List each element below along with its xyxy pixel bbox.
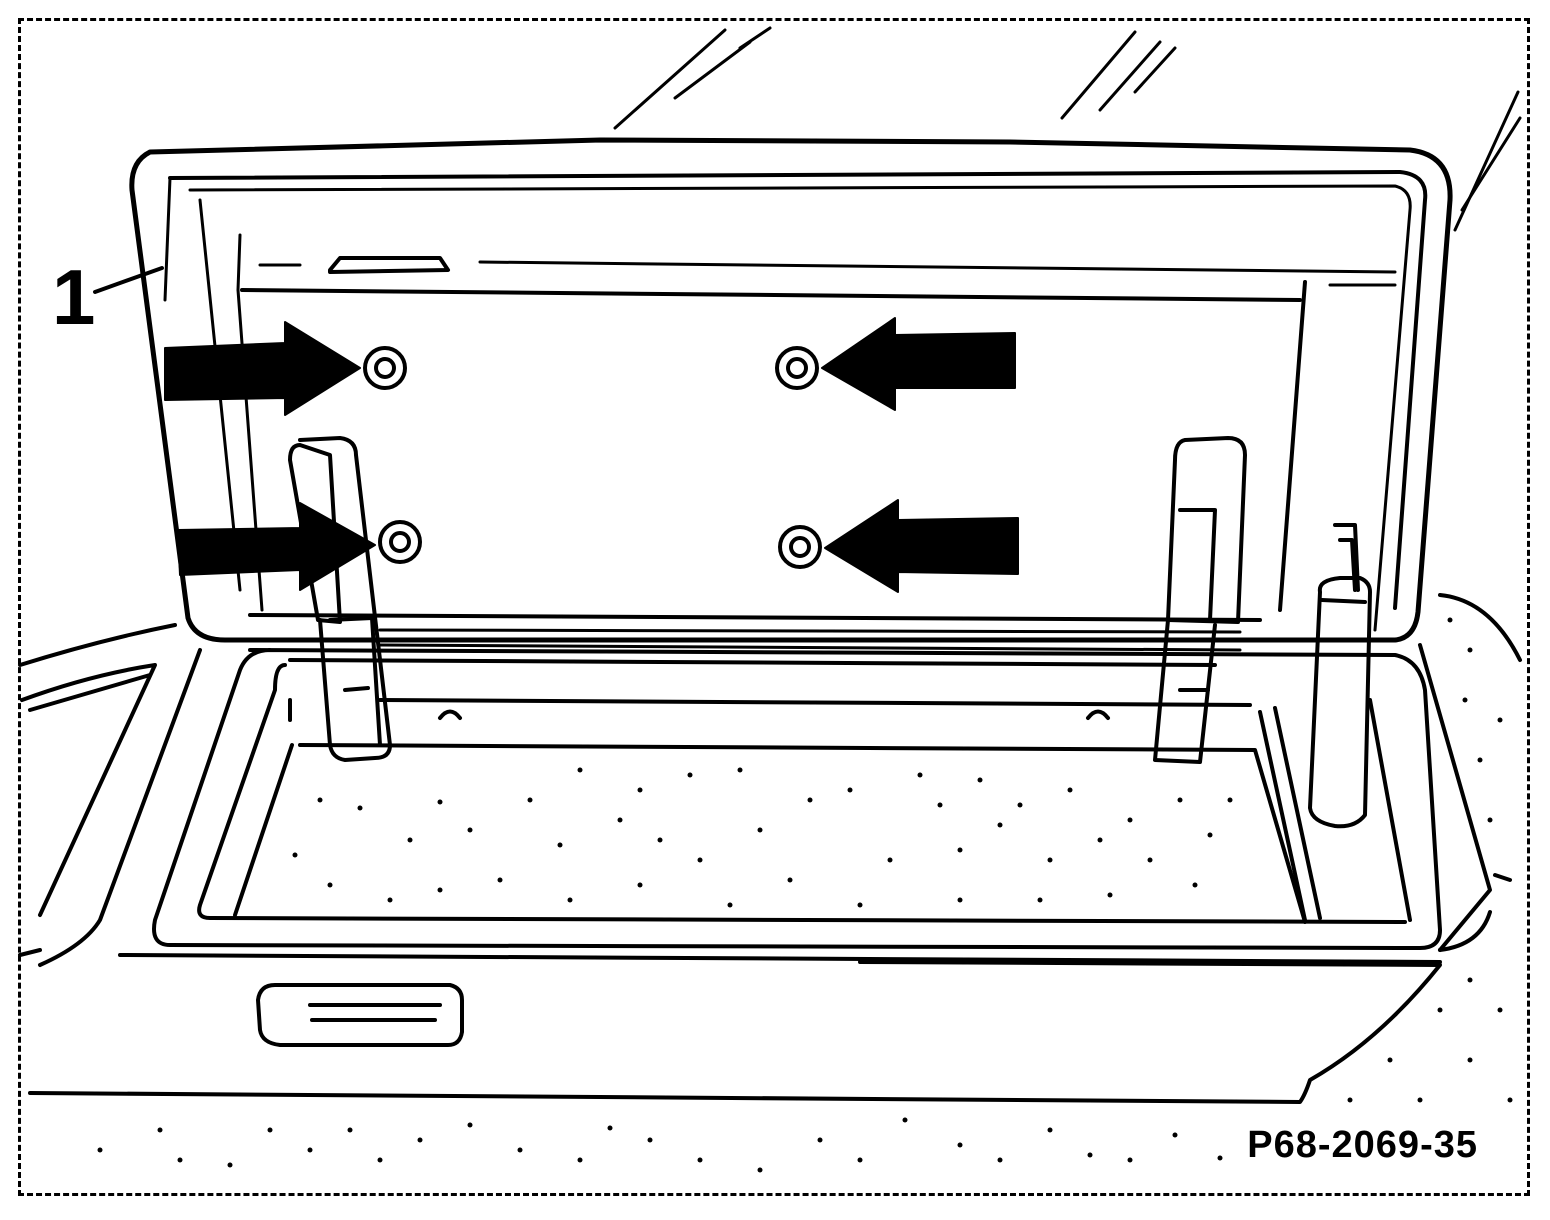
figure-code: P68-2069-35 xyxy=(1247,1124,1478,1166)
plate-recess xyxy=(152,648,1442,950)
window-glass-lines xyxy=(613,26,1522,232)
stipple-texture xyxy=(97,617,1513,1173)
plate-holder-frame xyxy=(129,137,1453,652)
vehicle-body xyxy=(18,593,1522,1104)
support-post xyxy=(1308,523,1372,829)
right-hinge xyxy=(1153,436,1247,764)
trunk-handle xyxy=(256,983,464,1047)
callout-leader-line xyxy=(93,266,164,294)
screw-icon xyxy=(363,346,822,569)
figure-border xyxy=(18,18,1530,1196)
callout-label-1: 1 xyxy=(52,253,96,341)
arrow-icon xyxy=(164,317,1019,593)
left-hinge xyxy=(288,436,392,762)
